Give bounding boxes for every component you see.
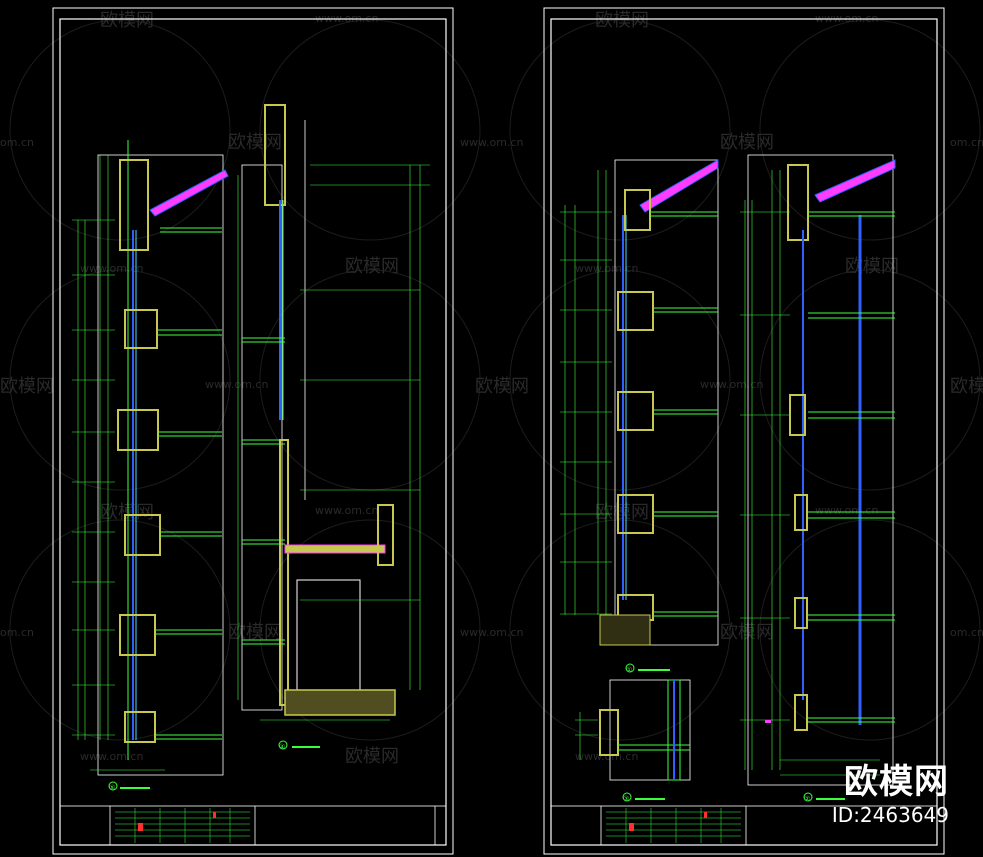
section-right-a-label: ① xyxy=(626,666,632,674)
title-block-mark xyxy=(704,812,707,818)
watermark-site: www.om.cn xyxy=(205,378,268,391)
section-left-b: ④ xyxy=(237,104,430,751)
watermark-brand: 欧模网 xyxy=(228,132,282,153)
section-right-b: ③ xyxy=(575,679,691,803)
watermark-brand: 欧模网 xyxy=(345,746,399,767)
sheet-left-title-grid xyxy=(115,808,250,843)
watermark-site: www.om.cn xyxy=(460,136,523,149)
section-marker-icon xyxy=(803,792,813,802)
sheet-left-outer-frame xyxy=(52,7,454,855)
section-right-c: ② xyxy=(740,154,896,803)
watermark-brand: 欧模网 xyxy=(720,132,774,153)
section-right-c-label: ② xyxy=(804,795,810,803)
title-block-mark xyxy=(213,812,216,818)
watermark-brand: 欧模网 xyxy=(595,10,649,31)
section-marker-icon xyxy=(622,792,632,802)
section-left-a-label: ⑤ xyxy=(109,784,115,792)
section-marker-icon xyxy=(278,740,288,750)
section-marker-icon xyxy=(625,663,635,673)
watermark-site: om.cn xyxy=(950,626,983,639)
watermark-brand: 欧模网 xyxy=(720,622,774,643)
sheet-right: ① ③ xyxy=(543,7,945,855)
sheet-right-title-grid xyxy=(606,808,741,843)
watermark-arcs xyxy=(9,19,981,741)
watermark-brand: 欧模网 xyxy=(228,622,282,643)
watermark-site: www.om.cn xyxy=(80,750,143,763)
watermark-brand: 欧模网 xyxy=(845,256,899,277)
watermark-brand: 欧模网 xyxy=(950,376,983,397)
section-right-b-label: ③ xyxy=(623,795,629,803)
watermark-site: www.om.cn xyxy=(700,378,763,391)
watermark-brand: 欧模网 xyxy=(345,256,399,277)
watermark-site: www.om.cn xyxy=(315,504,378,517)
watermark-site: www.om.cn xyxy=(575,750,638,763)
section-marker-icon xyxy=(108,781,118,791)
sheet-left-title-block xyxy=(59,805,447,846)
watermark-brand: 欧模网 xyxy=(475,376,529,397)
sheet-left: ⑤ xyxy=(52,7,454,855)
watermark-site: om.cn xyxy=(0,626,34,639)
title-block-mark xyxy=(138,823,143,831)
asset-id: ID:2463649 xyxy=(831,803,949,827)
section-left-b-label: ④ xyxy=(279,743,285,751)
brand-logo-text: 欧模网 xyxy=(844,762,949,802)
watermark-site: om.cn xyxy=(950,136,983,149)
watermark-brand: 欧模网 xyxy=(0,376,54,397)
watermark-site: www.om.cn xyxy=(815,504,878,517)
watermark-site: om.cn xyxy=(0,136,34,149)
watermark-brand: 欧模网 xyxy=(100,10,154,31)
sheet-right-title-block xyxy=(550,805,938,846)
watermark-site: www.om.cn xyxy=(460,626,523,639)
section-left-a: ⑤ xyxy=(72,140,229,792)
section-right-a: ① xyxy=(560,159,719,674)
watermark-site: www.om.cn xyxy=(575,262,638,275)
watermark-brand: 欧模网 xyxy=(100,502,154,523)
title-block-mark xyxy=(629,823,634,831)
watermark-texts: 欧模网 www.om.cn 欧模网 www.om.cn om.cn 欧模网 ww… xyxy=(0,10,983,767)
sheet-right-outer-frame xyxy=(543,7,945,855)
